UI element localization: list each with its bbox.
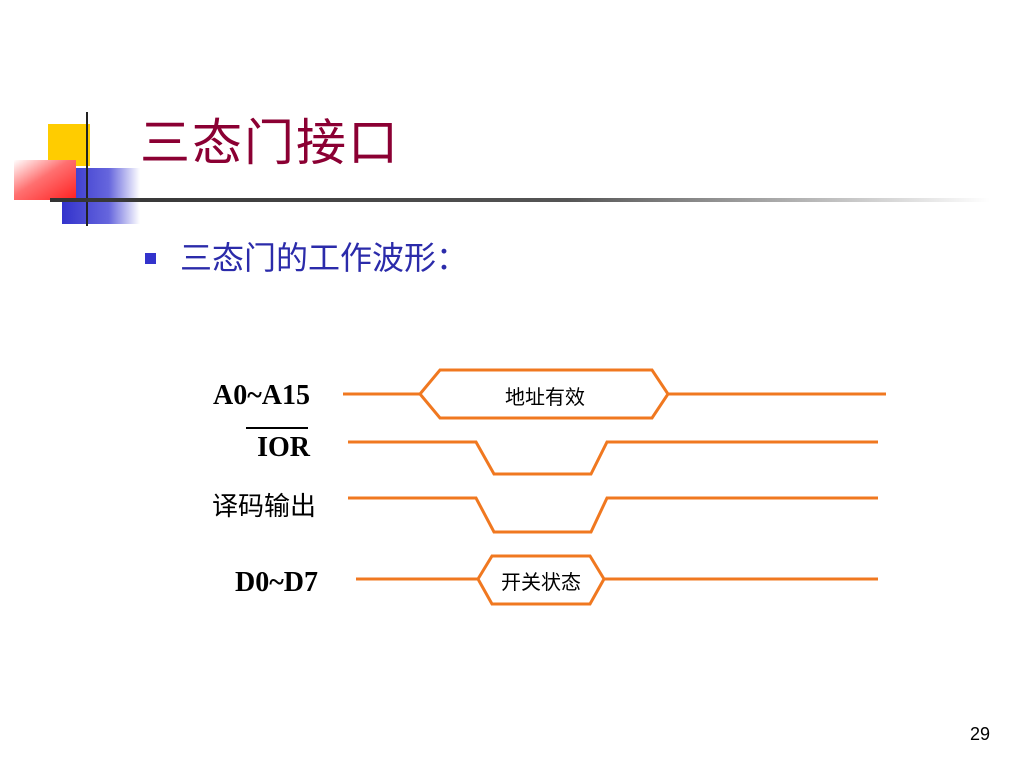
waveform-ior bbox=[348, 440, 878, 476]
slide-title: 三态门接口 bbox=[140, 114, 400, 172]
waveform-decode-output bbox=[348, 496, 878, 534]
signal-label-a0-a15: A0~A15 bbox=[213, 380, 310, 411]
signal-label-ior: IOR bbox=[257, 432, 311, 463]
bullet-square-icon bbox=[145, 252, 156, 264]
title-rule bbox=[50, 198, 990, 202]
signal-label-d0-d7: D0~D7 bbox=[235, 567, 318, 598]
signal-label-decode-output: 译码输出 bbox=[212, 492, 316, 522]
address-valid-label: 地址有效 bbox=[505, 385, 585, 409]
slide-decoration bbox=[14, 112, 990, 226]
bullet-item: 三态门的工作波形： bbox=[145, 238, 468, 278]
deco-red-square bbox=[14, 160, 76, 200]
switch-state-label: 开关状态 bbox=[501, 570, 581, 594]
page-number: 29 bbox=[969, 724, 990, 744]
deco-yellow-square bbox=[48, 124, 90, 166]
bullet-text: 三态门的工作波形： bbox=[180, 239, 469, 277]
